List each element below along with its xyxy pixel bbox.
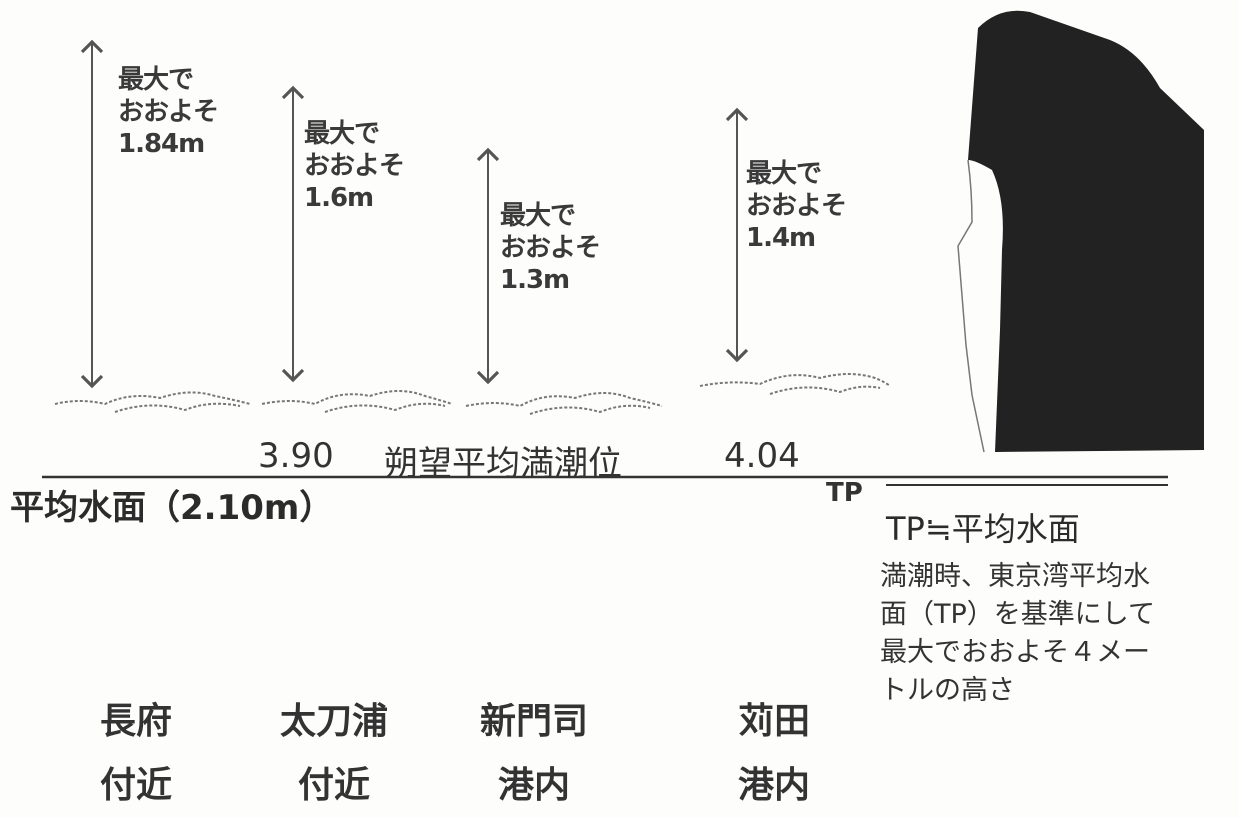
location-area: 付近 xyxy=(298,765,371,806)
measurement-label-3: 最大で おおよそ 1.3m xyxy=(500,200,601,296)
location-4: 苅田 港内 xyxy=(738,690,810,818)
label-line: おおよそ xyxy=(118,97,219,127)
tp-note-line: 最大でおおよそ４メー xyxy=(880,637,1150,668)
reference-value-left: 3.90 xyxy=(258,436,334,476)
location-1: 長府 付近 xyxy=(100,690,172,818)
location-name: 太刀浦 xyxy=(280,701,389,742)
location-3: 新門司 港内 xyxy=(480,690,588,818)
wave-4 xyxy=(699,373,891,395)
label-value: 1.6m xyxy=(304,183,374,213)
location-name: 苅田 xyxy=(738,701,811,742)
label-line: 最大で xyxy=(500,201,576,231)
tp-title: TP≒平均水面 xyxy=(886,510,1080,548)
location-area: 付近 xyxy=(100,765,173,806)
diagram-graphics xyxy=(42,10,1204,486)
wave-1 xyxy=(54,391,251,413)
location-area: 港内 xyxy=(498,765,571,806)
dark-figure xyxy=(968,10,1204,452)
label-value: 1.3m xyxy=(500,265,570,295)
figure-outline xyxy=(957,159,985,453)
label-line: おおよそ xyxy=(304,151,405,181)
tp-note-line: 満潮時、東京湾平均水 xyxy=(880,561,1150,592)
tp-note-line: トルの高さ xyxy=(880,675,1015,706)
reference-label: 朔望平均満潮位 xyxy=(384,444,622,484)
location-2: 太刀浦 付近 xyxy=(280,690,388,818)
location-name: 長府 xyxy=(100,701,173,742)
label-value: 1.4m xyxy=(746,223,816,253)
tp-mark: TP xyxy=(826,478,863,508)
location-name: 新門司 xyxy=(480,701,589,742)
reference-value-right: 4.04 xyxy=(724,436,800,476)
measurement-label-2: 最大で おおよそ 1.6m xyxy=(304,118,405,214)
label-line: おおよそ xyxy=(746,191,847,221)
measurement-label-1: 最大で おおよそ 1.84m xyxy=(118,64,219,160)
location-area: 港内 xyxy=(738,765,811,806)
tp-note: 満潮時、東京湾平均水 面（TP）を基準にして 最大でおおよそ４メー トルの高さ xyxy=(880,558,1230,710)
label-line: 最大で xyxy=(746,159,822,189)
label-line: 最大で xyxy=(118,65,194,95)
mean-sea-level-label: 平均水面（2.10m） xyxy=(10,488,334,528)
measurement-label-4: 最大で おおよそ 1.4m xyxy=(746,158,847,254)
wave-3 xyxy=(465,392,663,415)
wave-2 xyxy=(261,390,453,413)
label-value: 1.84m xyxy=(118,129,205,159)
label-line: おおよそ xyxy=(500,233,601,263)
tp-note-line: 面（TP）を基準にして xyxy=(880,599,1155,630)
label-line: 最大で xyxy=(304,119,380,149)
